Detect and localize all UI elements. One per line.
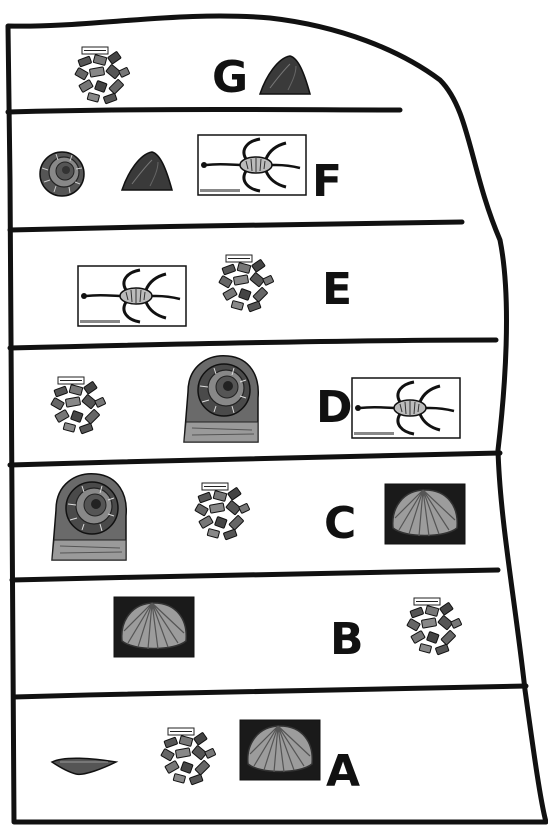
layer-label-b: B bbox=[330, 614, 364, 665]
brachiopod-fossil-icon bbox=[240, 720, 320, 780]
ammonite-fossil-icon bbox=[52, 474, 126, 560]
brachiopod-fossil-icon bbox=[114, 597, 194, 657]
brachiopod-fossil-icon bbox=[385, 484, 465, 544]
layer-label-c: C bbox=[324, 498, 356, 549]
plesiosaur-fossil-icon bbox=[198, 135, 306, 195]
plesiosaur-fossil-icon bbox=[78, 266, 186, 326]
ammonite-fossil-icon bbox=[184, 356, 258, 442]
plesiosaur-fossil-icon bbox=[352, 378, 460, 438]
layer-label-a: A bbox=[326, 746, 360, 797]
layer-label-g: G bbox=[212, 52, 248, 103]
ammonite-fossil-icon bbox=[40, 152, 84, 196]
boundary-g-f bbox=[8, 110, 400, 113]
layer-label-d: D bbox=[316, 382, 353, 433]
layer-label-f: F bbox=[312, 156, 342, 207]
layer-label-e: E bbox=[322, 264, 352, 315]
